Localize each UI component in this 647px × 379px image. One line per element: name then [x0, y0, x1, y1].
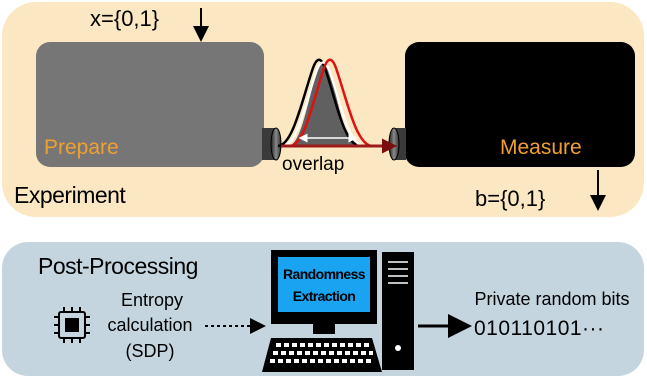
prepare-lens-icon [262, 127, 282, 161]
prepare-label: Prepare [44, 136, 119, 159]
output-label: b={0,1} [475, 186, 545, 211]
post-processing-title: Post-Processing [38, 253, 198, 279]
output-title: Private random bits [474, 289, 629, 309]
measure-label: Measure [500, 136, 582, 159]
experiment-title: Experiment [14, 182, 126, 208]
measure-box [405, 42, 635, 167]
extraction-label-line2: Extraction [293, 288, 356, 304]
computer-icon [262, 250, 414, 372]
input-label: x={0,1} [90, 6, 159, 31]
prepare-box [36, 42, 264, 167]
extraction-label-line1: Randomness [283, 266, 366, 282]
output-bits: 010110101··· [474, 317, 605, 340]
measure-lens-icon [388, 127, 406, 161]
curve-white [282, 61, 365, 148]
entropy-label-line2: calculation [107, 315, 192, 335]
entropy-label-line3: (SDP) [126, 341, 175, 361]
entropy-label-line1: Entropy [121, 290, 183, 310]
curve-red [289, 58, 373, 148]
overlap-curves [277, 58, 373, 148]
overlap-label: overlap [282, 154, 344, 175]
curve-black [277, 58, 361, 148]
cpu-chip-icon [54, 307, 90, 343]
